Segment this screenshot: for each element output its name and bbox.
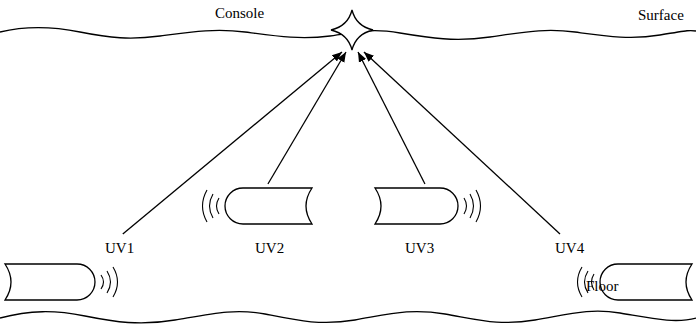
surface-label: Surface <box>638 6 684 24</box>
vehicle-node: UV3 <box>372 184 496 260</box>
sound-waves <box>101 267 118 297</box>
signal-arrow <box>358 52 425 184</box>
signal-arrow <box>268 52 346 184</box>
sound-waves <box>203 190 220 222</box>
vehicle-hull <box>5 264 95 300</box>
signal-arrow <box>364 52 560 234</box>
node-label: Console <box>215 4 264 22</box>
node-label: UV2 <box>255 239 284 257</box>
floor-label: Floor <box>586 277 619 295</box>
signal-arrow <box>123 52 342 234</box>
node-label: UV1 <box>105 239 134 257</box>
vehicle-node: UV1 <box>4 234 137 304</box>
sound-waves <box>464 190 481 222</box>
vehicle-node: UV2 <box>186 184 314 260</box>
floor-line <box>0 311 696 323</box>
node-label: UV4 <box>555 239 584 257</box>
vehicle-node: UV4 <box>552 234 692 304</box>
vehicle-hull <box>375 188 458 224</box>
node-label: UV3 <box>405 239 434 257</box>
console-star <box>331 10 373 50</box>
console-node: Console <box>212 0 377 52</box>
vehicle-hull <box>225 188 312 224</box>
